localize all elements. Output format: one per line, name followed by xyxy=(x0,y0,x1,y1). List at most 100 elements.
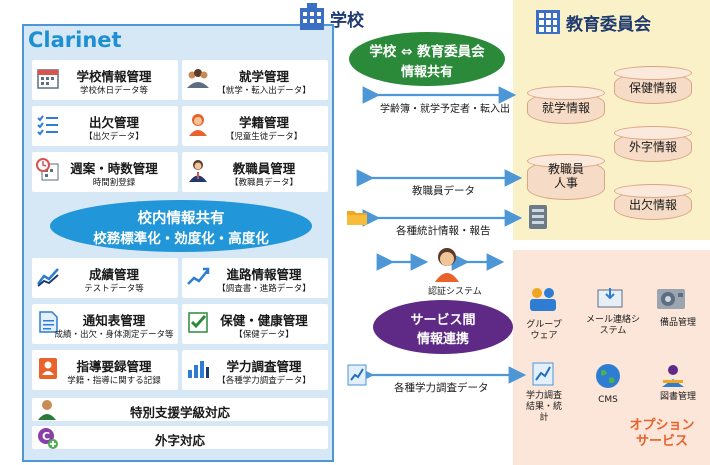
foreign-char-label: 外字対応 xyxy=(154,433,205,448)
module-subtitle: 【出欠データ】 xyxy=(84,132,144,142)
option-services-title-line2: サービス xyxy=(635,434,688,449)
mail-icon xyxy=(597,288,623,308)
module-card[interactable]: 週案・時数管理時間割登録 xyxy=(32,152,178,192)
flow-label-staff: 教職員データ xyxy=(412,185,475,197)
module-title: 指導要録管理 xyxy=(76,359,152,374)
special-support-label: 特別支援学級対応 xyxy=(129,405,230,420)
cylinder-foreign-label: 外字情報 xyxy=(628,140,677,154)
service-link-title: サービス間 xyxy=(410,313,476,328)
equipment-icon xyxy=(657,289,685,309)
option-groupware-label: グループウェア xyxy=(526,320,562,341)
cylinder-health: 保健情報 xyxy=(614,66,692,104)
board-title: 教育委員会 xyxy=(566,15,651,35)
svg-text:C: C xyxy=(42,430,50,443)
school-building-icon xyxy=(300,3,324,30)
module-title: 成績管理 xyxy=(88,267,139,282)
module-card[interactable]: 就学管理【就学・転入出データ】 xyxy=(182,60,328,100)
module-subtitle: テストデータ等 xyxy=(84,284,144,294)
foreign-char-card[interactable]: C 外字対応 xyxy=(32,426,328,449)
module-card[interactable]: 学力調査管理【各種学力調査データ】 xyxy=(182,350,328,390)
option-mail-label: メール連絡システム xyxy=(585,315,640,336)
option-library-label: 図書管理 xyxy=(659,392,696,402)
module-subtitle: 【就学・転入出データ】 xyxy=(217,86,311,96)
module-subtitle: 成績・出欠・身体測定データ等 xyxy=(54,330,174,340)
cylinder-health-label: 保健情報 xyxy=(628,81,677,95)
health-check-icon xyxy=(188,312,208,333)
server-icon xyxy=(529,205,547,229)
module-title: 保健・健康管理 xyxy=(220,313,308,328)
module-title: 教職員管理 xyxy=(232,161,296,176)
special-support-card[interactable]: 特別支援学級対応 xyxy=(32,398,328,421)
module-title: 学力調査管理 xyxy=(226,359,302,374)
record-book-icon xyxy=(39,358,57,379)
module-subtitle: 【調査書・進路データ】 xyxy=(217,284,311,294)
service-link-subtitle: 情報連携 xyxy=(416,332,469,347)
module-title: 学校情報管理 xyxy=(76,69,152,84)
module-title: 学籍管理 xyxy=(238,115,289,130)
module-card[interactable]: 教職員管理【教職員データ】 xyxy=(182,152,328,192)
checklist-icon xyxy=(37,115,58,136)
clarinet-logo: Clarinet xyxy=(28,28,122,52)
library-icon xyxy=(662,365,684,387)
option-stats-label: 学力調査結果・統計 xyxy=(525,391,562,423)
person-icon xyxy=(38,400,56,420)
board-sharing-oval: 学校 ⇔ 教育委員会 情報共有 xyxy=(349,32,505,86)
module-card[interactable]: 保健・健康管理【保健データ】 xyxy=(182,304,328,344)
board-sharing-board: 教育委員会 xyxy=(417,44,485,60)
clock-calendar-icon xyxy=(36,158,59,181)
module-subtitle: 【教職員データ】 xyxy=(229,178,298,188)
internal-sharing-title: 校内情報共有 xyxy=(137,211,225,227)
student-icon xyxy=(189,114,207,136)
flow-label-auth: 認証システム xyxy=(428,287,482,297)
module-title: 週案・時数管理 xyxy=(70,161,158,176)
option-panel xyxy=(513,250,710,465)
option-cms-label: CMS xyxy=(598,395,618,405)
internal-sharing-subtitle: 校務標準化・効度化・高度化 xyxy=(93,231,269,247)
globe-icon xyxy=(596,364,620,388)
module-card[interactable]: 成績管理テストデータ等 xyxy=(32,258,178,298)
module-card[interactable]: 通知表管理成績・出欠・身体測定データ等 xyxy=(32,304,178,344)
groupware-icon xyxy=(530,288,556,311)
board-building-icon xyxy=(536,10,560,34)
service-link-oval: サービス間 情報連携 xyxy=(373,300,513,354)
module-card[interactable]: 出欠管理【出欠データ】 xyxy=(32,106,178,146)
foreign-char-icon: C xyxy=(38,428,58,449)
school-title: 学校 xyxy=(330,11,364,31)
cylinder-enrollment-label: 就学情報 xyxy=(541,101,590,115)
module-card[interactable]: 学校情報管理学校休日データ等 xyxy=(32,60,178,100)
module-subtitle: 時間割登録 xyxy=(92,178,136,188)
module-title: 出欠管理 xyxy=(88,115,139,130)
module-title: 就学管理 xyxy=(238,69,289,84)
auth-person-icon xyxy=(435,248,459,282)
cylinder-personnel-label: 教職員人事 xyxy=(547,162,584,190)
flow-label-achievement: 各種学力調査データ xyxy=(394,382,489,394)
flow-label-statistics: 各種統計情報・報告 xyxy=(396,225,491,237)
module-title: 通知表管理 xyxy=(82,313,146,328)
teacher-icon xyxy=(189,160,207,182)
cylinder-foreign: 外字情報 xyxy=(614,126,692,162)
module-card[interactable]: 指導要録管理学籍・指導に関する記録 xyxy=(32,350,178,390)
module-card[interactable]: 進路情報管理【調査書・進路データ】 xyxy=(182,258,328,298)
cylinder-attendance: 出欠情報 xyxy=(614,184,692,220)
module-subtitle: 学籍・指導に関する記録 xyxy=(67,376,161,386)
module-subtitle: 【保健データ】 xyxy=(234,330,294,340)
module-subtitle: 【児童生徒データ】 xyxy=(225,132,303,142)
calendar-icon xyxy=(37,69,59,89)
option-services-title: オプション サービス xyxy=(626,418,698,450)
bar-chart-icon xyxy=(188,361,209,378)
cylinder-enrollment: 就学情報 xyxy=(527,86,605,124)
option-equipment-label: 備品管理 xyxy=(659,318,696,328)
module-card[interactable]: 学籍管理【児童生徒データ】 xyxy=(182,106,328,146)
flow-label-enrollment: 学齢簿・就学予定者・転入出 xyxy=(380,104,510,115)
module-subtitle: 【各種学力調査データ】 xyxy=(217,376,311,386)
line-chart-icon xyxy=(37,268,59,287)
module-title: 進路情報管理 xyxy=(226,267,302,282)
board-sharing-school: 学校 xyxy=(369,44,397,60)
module-subtitle: 学校休日データ等 xyxy=(79,86,148,96)
document-icon xyxy=(39,311,58,333)
group-icon xyxy=(187,69,209,88)
cylinder-attendance-label: 出欠情報 xyxy=(628,198,677,212)
cylinder-personnel: 教職員人事 xyxy=(527,154,605,200)
internal-sharing-oval: 校内情報共有 校務標準化・効度化・高度化 xyxy=(50,200,312,252)
